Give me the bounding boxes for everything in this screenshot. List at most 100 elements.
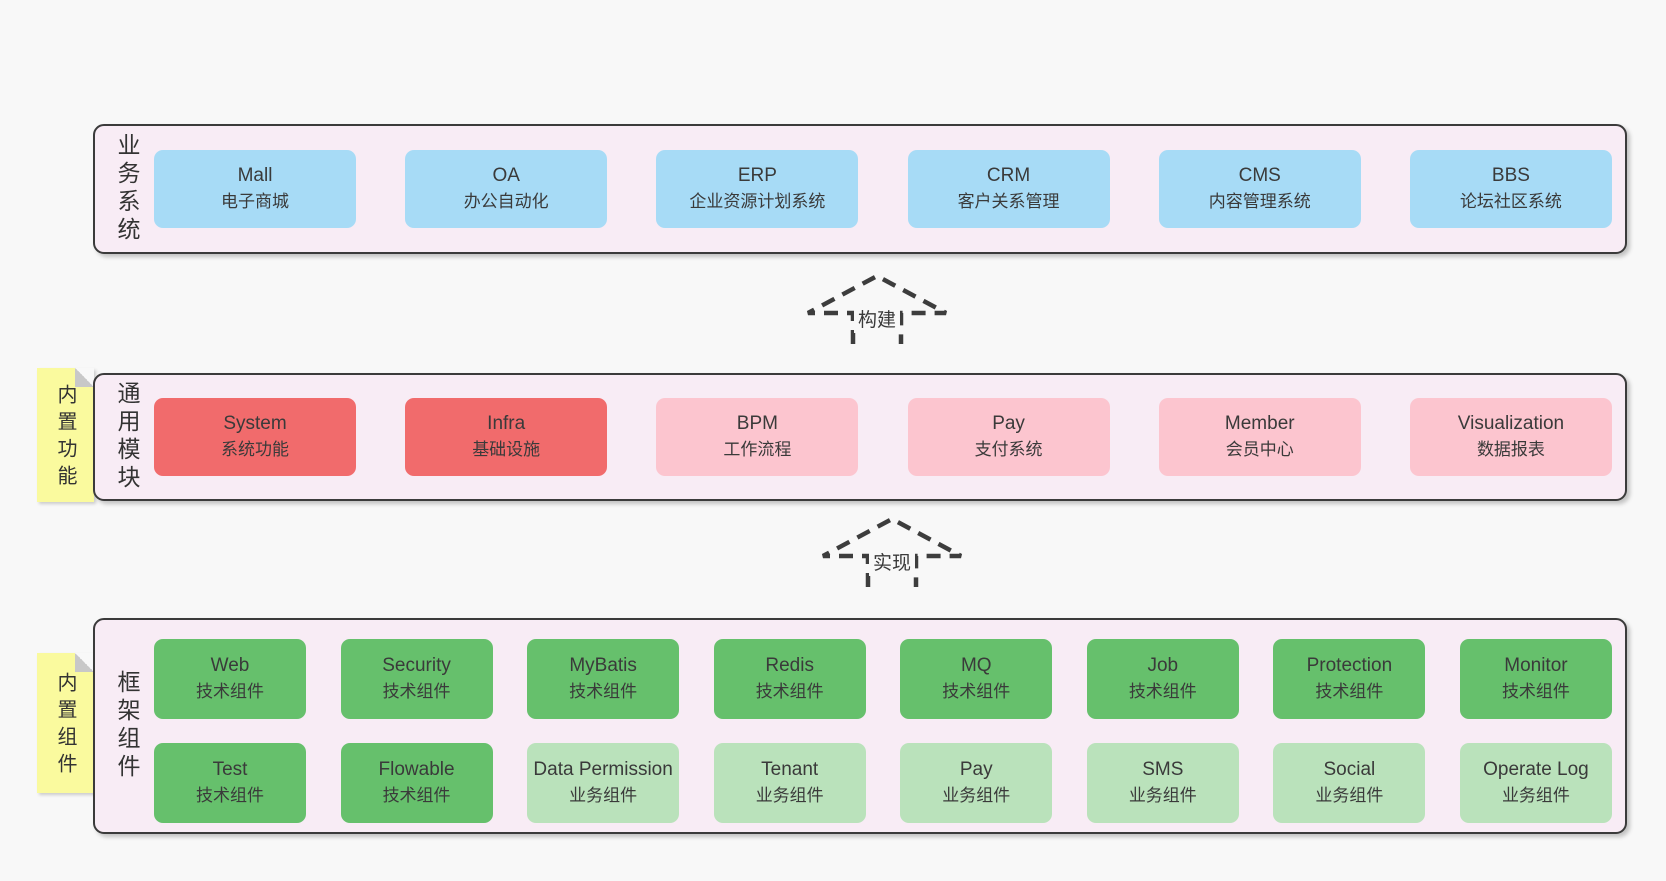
box-subtitle: 电子商城: [221, 192, 289, 212]
box-subtitle: 技术组件: [755, 682, 824, 702]
dashed-up-arrow-icon: [821, 516, 963, 587]
sticky-built-in-features: 内置功能: [37, 368, 94, 502]
box-title: BBS: [1491, 165, 1530, 187]
business-box-row: Mall 电子商城 OA 办公自动化 ERP 企业资源计划系统 CRM 客户关系…: [154, 126, 1612, 252]
box-mall: Mall 电子商城: [154, 150, 356, 228]
box-tenant: Tenant 业务组件: [713, 743, 866, 823]
box-title: Security: [382, 655, 451, 677]
box-title: ERP: [737, 165, 777, 187]
arrow-build-label: 构建: [853, 304, 901, 333]
box-pay-module: Pay 支付系统: [907, 398, 1110, 476]
box-subtitle: 内容管理系统: [1208, 192, 1311, 212]
box-member: Member 会员中心: [1158, 398, 1361, 476]
box-subtitle: 客户关系管理: [957, 192, 1060, 212]
framework-box-row-2: Test 技术组件 Flowable 技术组件 Data Permission …: [154, 743, 1612, 823]
box-subtitle: 技术组件: [569, 682, 638, 702]
box-title: Test: [212, 759, 248, 781]
box-subtitle: 论坛社区系统: [1459, 192, 1562, 212]
box-subtitle: 技术组件: [382, 786, 451, 806]
box-title: OA: [492, 165, 520, 187]
box-title: Job: [1147, 655, 1179, 677]
box-system: System 系统功能: [154, 398, 356, 476]
box-title: Flowable: [378, 759, 455, 781]
box-subtitle: 业务组件: [569, 786, 638, 806]
box-data-permission: Data Permission 业务组件: [527, 743, 680, 823]
box-subtitle: 支付系统: [974, 440, 1043, 460]
section-business-systems: 业务系统 Mall 电子商城 OA 办公自动化 ERP 企业资源计划系统 CRM…: [93, 124, 1627, 254]
box-subtitle: 办公自动化: [463, 192, 549, 212]
box-subtitle: 业务组件: [942, 786, 1011, 806]
box-title: Operate Log: [1483, 759, 1589, 781]
box-subtitle: 技术组件: [942, 682, 1011, 702]
box-subtitle: 工作流程: [723, 440, 792, 460]
box-sms: SMS 业务组件: [1086, 743, 1239, 823]
box-subtitle: 系统功能: [221, 440, 289, 460]
section-framework-components: 框架组件 Web 技术组件 Security 技术组件 MyBatis 技术组件…: [93, 618, 1627, 834]
section-common-modules: 通用模块 System 系统功能 Infra 基础设施 BPM 工作流程 Pay…: [93, 373, 1627, 501]
framework-box-row-1: Web 技术组件 Security 技术组件 MyBatis 技术组件 Redi…: [154, 639, 1612, 719]
box-subtitle: 基础设施: [472, 440, 541, 460]
box-test: Test 技术组件: [154, 743, 306, 823]
box-subtitle: 技术组件: [382, 682, 451, 702]
sticky-built-in-components: 内置组件: [37, 653, 94, 793]
box-title: Protection: [1306, 655, 1393, 677]
box-title: System: [223, 413, 287, 435]
box-title: Pay: [992, 413, 1025, 435]
box-operate-log: Operate Log 业务组件: [1459, 743, 1612, 823]
arrow-implement-label: 实现: [868, 547, 916, 576]
box-subtitle: 业务组件: [755, 786, 824, 806]
box-title: CRM: [986, 165, 1031, 187]
box-title: Social: [1323, 759, 1376, 781]
box-title: Infra: [487, 413, 526, 435]
box-job: Job 技术组件: [1086, 639, 1239, 719]
box-social: Social 业务组件: [1273, 743, 1426, 823]
box-subtitle: 业务组件: [1128, 786, 1197, 806]
box-subtitle: 企业资源计划系统: [689, 192, 826, 212]
folded-corner-icon: [75, 368, 94, 387]
box-subtitle: 会员中心: [1225, 440, 1294, 460]
box-title: Redis: [765, 655, 814, 677]
box-title: SMS: [1142, 759, 1184, 781]
sticky-text: 内置功能: [54, 384, 76, 492]
arrow-implement-up: 实现: [817, 516, 967, 590]
box-flowable: Flowable 技术组件: [340, 743, 493, 823]
dashed-up-arrow-icon: [806, 273, 948, 344]
arrow-build-up: 构建: [802, 273, 952, 347]
section-business-label: 业务系统: [114, 133, 140, 245]
box-visualization: Visualization 数据报表: [1409, 398, 1612, 476]
box-web: Web 技术组件: [154, 639, 306, 719]
box-title: Visualization: [1457, 413, 1565, 435]
box-title: CMS: [1238, 165, 1281, 187]
box-crm: CRM 客户关系管理: [907, 150, 1110, 228]
box-subtitle: 业务组件: [1501, 786, 1570, 806]
box-title: Data Permission: [533, 759, 673, 781]
section-framework-label: 框架组件: [114, 670, 140, 782]
folded-corner-icon: [75, 653, 94, 672]
box-protection: Protection 技术组件: [1273, 639, 1426, 719]
box-title: MyBatis: [569, 655, 637, 677]
box-title: MQ: [960, 655, 992, 677]
box-redis: Redis 技术组件: [713, 639, 866, 719]
box-subtitle: 技术组件: [1128, 682, 1197, 702]
box-title: Tenant: [761, 759, 819, 781]
box-title: Mall: [237, 165, 273, 187]
box-pay-component: Pay 业务组件: [900, 743, 1053, 823]
box-subtitle: 技术组件: [196, 786, 264, 806]
sticky-text: 内置组件: [54, 672, 76, 780]
box-title: Pay: [959, 759, 993, 781]
box-subtitle: 数据报表: [1476, 440, 1545, 460]
box-security: Security 技术组件: [340, 639, 493, 719]
box-monitor: Monitor 技术组件: [1459, 639, 1612, 719]
box-cms: CMS 内容管理系统: [1158, 150, 1361, 228]
box-title: Member: [1224, 413, 1295, 435]
box-erp: ERP 企业资源计划系统: [656, 150, 859, 228]
box-title: Monitor: [1504, 655, 1568, 677]
box-infra: Infra 基础设施: [405, 398, 608, 476]
box-title: BPM: [736, 413, 778, 435]
box-subtitle: 技术组件: [1501, 682, 1570, 702]
box-bbs: BBS 论坛社区系统: [1409, 150, 1612, 228]
box-mybatis: MyBatis 技术组件: [527, 639, 680, 719]
box-mq: MQ 技术组件: [900, 639, 1053, 719]
box-subtitle: 业务组件: [1315, 786, 1384, 806]
